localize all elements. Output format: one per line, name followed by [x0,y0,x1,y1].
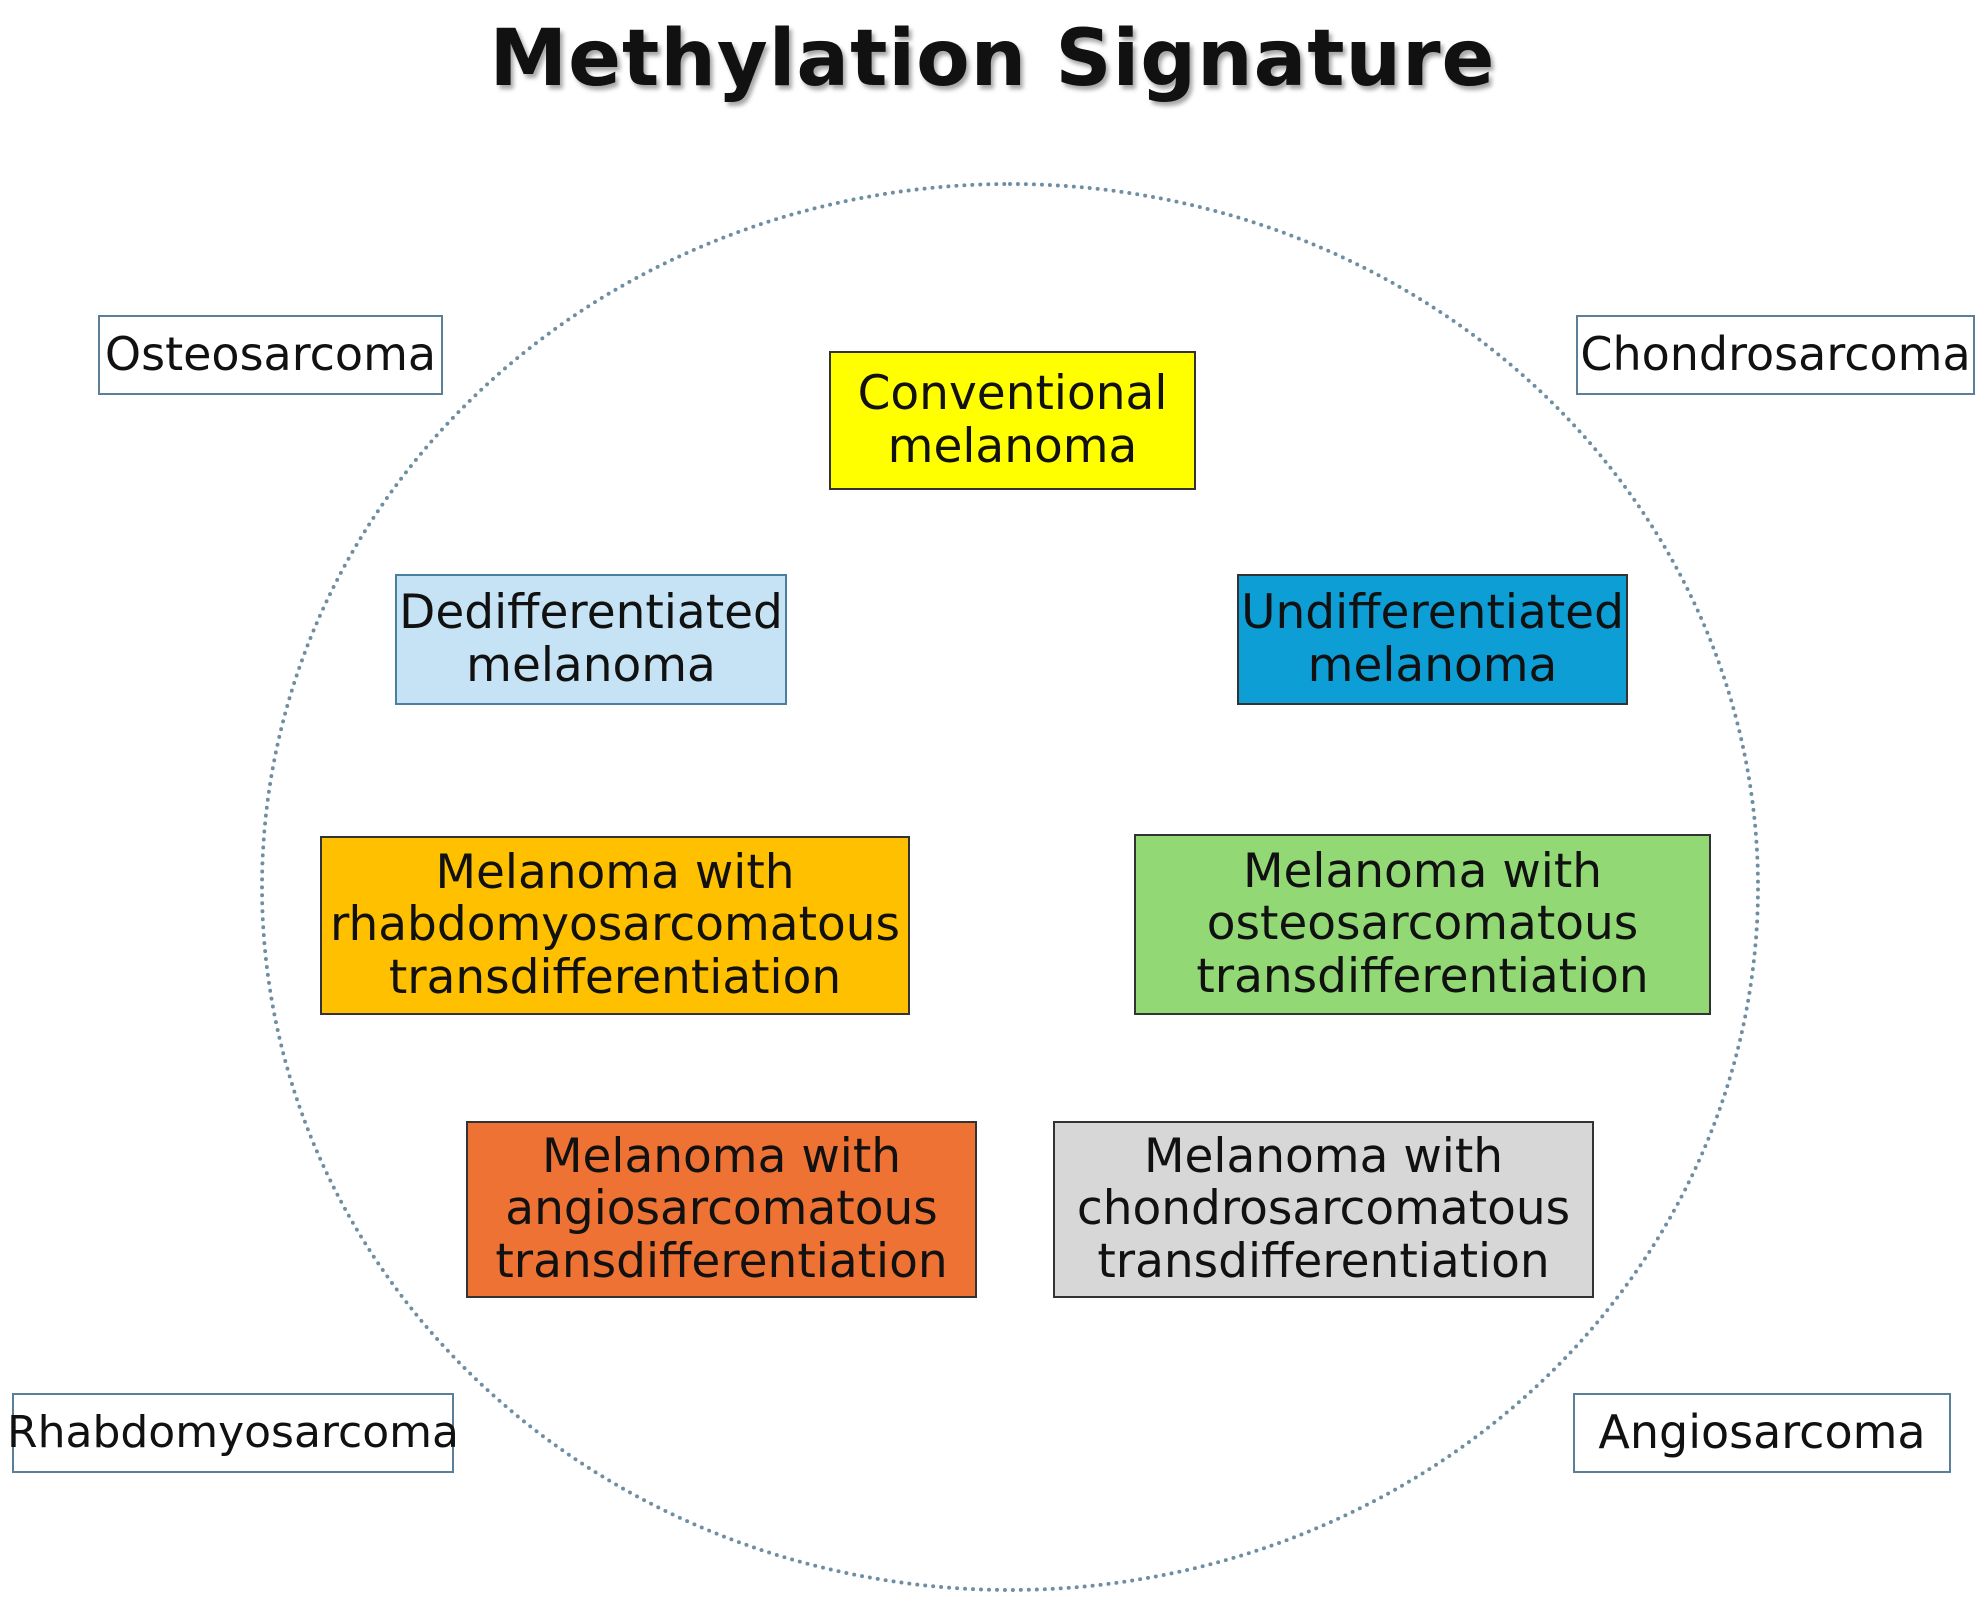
chondrosarcomatous-line3: transdifferentiation [1097,1233,1550,1289]
osteosarcoma-text: Osteosarcoma [104,327,437,382]
angiosarcomatous-line1: Melanoma with [541,1128,902,1184]
conventional-melanoma-box: Conventional melanoma [829,351,1196,490]
chondrosarcoma-label: Chondrosarcoma [1576,315,1975,395]
diagram-title: Methylation Signature [489,14,1496,104]
chondrosarcomatous-line2: chondrosarcomatous [1076,1181,1571,1237]
conventional-line1: Conventional [857,365,1168,421]
osteosarcomatous-line3: transdifferentiation [1196,948,1649,1004]
methylation-signature-circle [260,182,1760,1592]
dedifferentiated-melanoma-box: Dedifferentiated melanoma [395,574,787,705]
rhabdomyosarcomatous-melanoma-box: Melanoma with rhabdomyosarcomatous trans… [320,836,910,1015]
osteosarcomatous-melanoma-box: Melanoma with osteosarcomatous transdiff… [1134,834,1711,1015]
osteosarcoma-label: Osteosarcoma [98,315,443,395]
conventional-line2: melanoma [887,418,1138,474]
dedifferentiated-line2: melanoma [466,637,716,693]
rhabdomyosarcomatous-line1: Melanoma with [435,844,795,900]
rhabdomyosarcomatous-line3: transdifferentiation [388,949,842,1005]
angiosarcoma-text: Angiosarcoma [1598,1405,1926,1460]
osteosarcomatous-line1: Melanoma with [1242,843,1603,899]
chondrosarcomatous-line1: Melanoma with [1143,1128,1504,1184]
rhabdomyosarcoma-text: Rhabdomyosarcoma [7,1407,459,1459]
undifferentiated-line2: melanoma [1307,637,1558,693]
angiosarcomatous-line2: angiosarcomatous [505,1181,938,1237]
rhabdomyosarcomatous-line2: rhabdomyosarcomatous [329,897,901,953]
dedifferentiated-line1: Dedifferentiated [399,584,783,640]
undifferentiated-melanoma-box: Undifferentiated melanoma [1237,574,1628,705]
rhabdomyosarcoma-label: Rhabdomyosarcoma [7,1393,459,1473]
angiosarcomatous-melanoma-box: Melanoma with angiosarcomatous transdiff… [466,1121,977,1298]
undifferentiated-line1: Undifferentiated [1241,584,1624,640]
chondrosarcoma-text: Chondrosarcoma [1580,327,1971,382]
chondrosarcomatous-melanoma-box: Melanoma with chondrosarcomatous transdi… [1053,1121,1594,1298]
osteosarcomatous-line2: osteosarcomatous [1206,896,1639,952]
angiosarcomatous-line3: transdifferentiation [495,1233,948,1289]
angiosarcoma-label: Angiosarcoma [1573,1393,1951,1473]
